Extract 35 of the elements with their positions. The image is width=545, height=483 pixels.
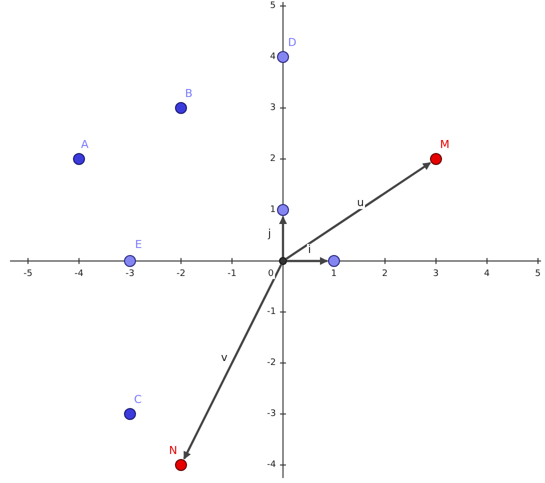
- tick-label: 1: [269, 205, 277, 215]
- tick-label: -1: [226, 269, 238, 279]
- tick-label: 3: [432, 269, 440, 279]
- point-label: M: [440, 139, 450, 151]
- tick-label: 0: [267, 269, 275, 279]
- tick-label: -3: [266, 409, 277, 419]
- tick-label: 2: [269, 154, 277, 164]
- vector-arrow: [183, 264, 282, 460]
- edge-label: j: [267, 228, 272, 240]
- edge-label: v: [220, 352, 229, 364]
- vector-arrow: [286, 162, 431, 260]
- tick-label: -4: [74, 269, 84, 279]
- point-label: N: [169, 445, 178, 457]
- point-label: E: [135, 239, 142, 251]
- tick-label: -4: [266, 460, 277, 470]
- tick-label: -2: [266, 358, 277, 368]
- point-label: D: [288, 37, 296, 49]
- tick-label: 5: [269, 1, 277, 11]
- point-label: A: [81, 139, 89, 151]
- vector-arrow: [287, 257, 328, 265]
- tick-label: 3: [269, 103, 277, 113]
- vector-arrow: [279, 216, 287, 257]
- edge-label: u: [356, 197, 365, 209]
- point-label: C: [134, 394, 142, 406]
- tick-label: 1: [330, 269, 338, 279]
- tick-label: -1: [266, 307, 277, 317]
- tick-label: 5: [534, 269, 542, 279]
- tick-label: -3: [124, 269, 136, 279]
- point-label: B: [185, 88, 193, 100]
- tick-label: 2: [381, 269, 389, 279]
- tick-label: 4: [483, 269, 491, 279]
- tick-label: -5: [22, 269, 34, 279]
- edge-label: i: [307, 244, 312, 256]
- tick-label: -2: [176, 269, 186, 279]
- tick-label: 4: [269, 52, 277, 62]
